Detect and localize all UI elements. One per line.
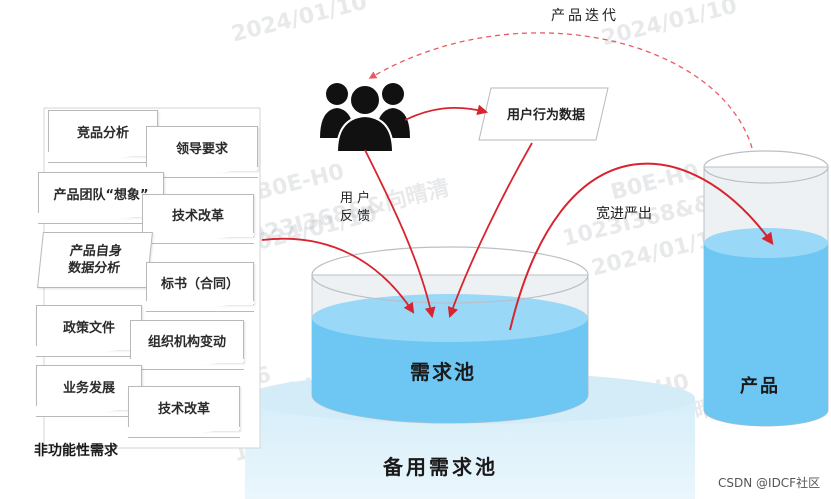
feedback-label-line2: 反 馈 (340, 209, 371, 224)
source-label: 技术改革 (157, 401, 210, 417)
source-nonfunctional: 非功能性需求 (34, 443, 118, 459)
feedback-arrow (364, 149, 436, 319)
source-label: 产品团队“想象” (53, 187, 149, 203)
source-label: 产品自身 (69, 244, 123, 259)
iteration-arrow (368, 32, 753, 149)
group-icon (320, 83, 410, 153)
iteration-label: 产品迭代 (551, 8, 619, 24)
demand-pool-cylinder (311, 246, 589, 424)
feedback-label-line1: 用 户 (340, 191, 371, 206)
source-label: 竞品分析 (76, 126, 129, 141)
footer-credit: CSDN @IDCF社区 (718, 476, 821, 490)
demand-pool-label: 需求池 (410, 360, 476, 384)
product-cylinder (703, 150, 829, 427)
source-label: 组织机构变动 (147, 334, 226, 350)
strict-label: 宽进严出 (596, 206, 652, 222)
user-behavior-label: 用户行为数据 (506, 108, 585, 123)
source-org-change: 组织机构变动 (130, 320, 244, 370)
pool-to-product-arrow (509, 162, 774, 331)
product-label: 产品 (740, 376, 780, 397)
source-label: 数据分析 (67, 261, 121, 276)
source-product-self: 产品自身 数据分析 (37, 232, 153, 288)
behavior-to-pool-arrow (447, 142, 533, 319)
source-tech-reform: 技术改革 (142, 194, 254, 244)
source-bidding-contract: 标书（合同） (146, 262, 254, 312)
source-leader-requirements: 领导要求 (146, 126, 258, 178)
source-business-dev: 业务发展 (36, 365, 142, 417)
backup-pool-label: 备用需求池 (383, 455, 498, 479)
source-label: 技术改革 (171, 208, 224, 224)
source-label: 领导要求 (175, 141, 228, 157)
sources-to-pool-arrow (261, 237, 415, 314)
source-competitor-analysis: 竞品分析 (48, 110, 158, 163)
source-label: 政策文件 (62, 320, 115, 336)
source-label: 业务发展 (62, 380, 115, 396)
source-policy-docs: 政策文件 (36, 305, 142, 357)
source-tech-reform-2: 技术改革 (128, 386, 240, 438)
source-label: 标书（合同） (160, 276, 239, 292)
user-behavior-box (478, 87, 609, 141)
users-to-behavior-arrow (404, 104, 489, 121)
